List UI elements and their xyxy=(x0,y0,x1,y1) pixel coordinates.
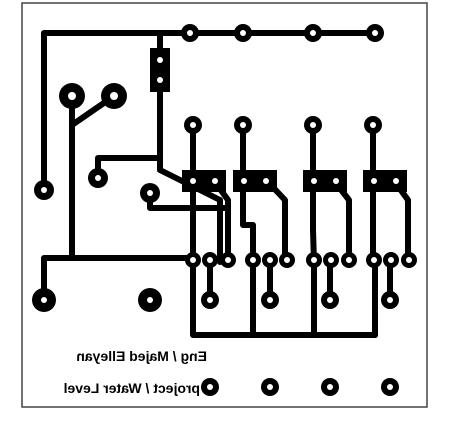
relay-pads xyxy=(150,48,407,192)
relay-pad-holes xyxy=(157,57,399,184)
author-label: Eng / Majed Elleyan xyxy=(76,348,207,364)
round-pads xyxy=(32,24,417,396)
project-label: project / Water Level xyxy=(64,380,200,396)
board-labels: Eng / Majed Elleyan project / Water Leve… xyxy=(64,348,207,396)
board-outline xyxy=(21,2,428,408)
